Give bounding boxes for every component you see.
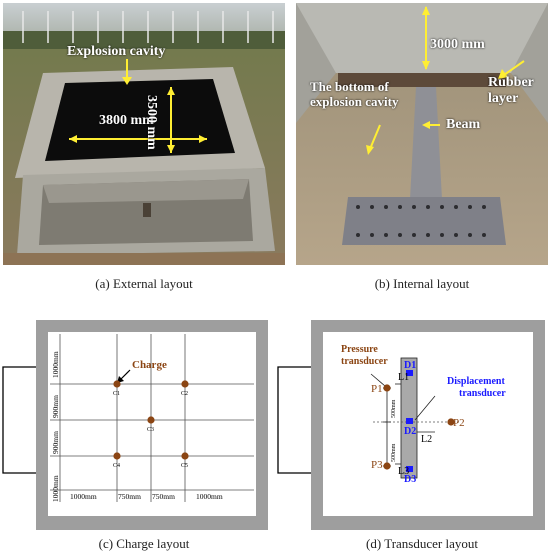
depth-dimension-label: 3500 mm <box>144 95 159 150</box>
charge-label-c2: C2 <box>181 391 188 397</box>
vdim-2: 900mm <box>51 395 60 418</box>
width-dimension-label: 3800 mm <box>99 113 154 128</box>
charge-label-c3: C3 <box>147 427 154 433</box>
displacement-transducer-label-line1: Displacement <box>447 376 505 387</box>
charge-point-c5 <box>181 452 189 460</box>
l1-label: L1 <box>398 372 409 383</box>
hdim-2: 750mm <box>118 492 141 501</box>
pressure-transducer-label-line2: transducer <box>341 356 388 367</box>
hdim-3: 750mm <box>152 492 175 501</box>
pressure-label-p3: P3 <box>371 459 383 471</box>
pressure-point-p3 <box>383 462 391 470</box>
displacement-point-d3 <box>406 466 413 472</box>
caption-b: (b) Internal layout <box>374 276 470 291</box>
inner-area <box>323 332 533 516</box>
bottom-cavity-label-line2: explosion cavity <box>310 94 399 109</box>
pressure-point-p2 <box>447 418 455 426</box>
beam-label: Beam <box>446 117 481 132</box>
vdim-4: 1000mm <box>51 475 60 502</box>
charge-point-c4 <box>113 452 121 460</box>
height-dimension-label: 3000 mm <box>430 37 485 52</box>
rubber-layer-label-line1: Rubber <box>488 75 534 90</box>
displacement-label-d1: D1 <box>404 360 416 371</box>
displacement-point-d2 <box>406 418 413 424</box>
side-annex <box>277 366 311 474</box>
charge-label-c4: C4 <box>113 463 120 469</box>
charge-point-c1 <box>113 380 121 388</box>
bottom-cavity-label: The bottom of explosion cavity <box>310 79 398 109</box>
l2-label: L2 <box>421 434 432 445</box>
pressure-label-p2: P2 <box>453 417 465 429</box>
vdim-3: 900mm <box>51 431 60 454</box>
l3-label: L3 <box>398 466 409 477</box>
rubber-layer-label-line2: layer <box>488 91 519 106</box>
caption-a: (a) External layout <box>95 276 193 291</box>
side-annex <box>2 366 36 474</box>
pressure-point-p1 <box>383 384 391 392</box>
charge-point-c2 <box>181 380 189 388</box>
cavity-arrow <box>69 59 207 153</box>
external-layout-photo: Explosion cavity 3800 mm 3500 mm <box>3 3 285 265</box>
pressure-transducer-label-line1: Pressure <box>341 344 378 355</box>
dim-500-bottom: 500mm <box>391 443 397 462</box>
charge-label: Charge <box>132 359 167 371</box>
bottom-cavity-label-line1: The bottom of <box>310 79 389 94</box>
inner-area <box>48 332 256 516</box>
hdim-4: 1000mm <box>196 492 223 501</box>
rubber-layer-label: Rubber layer <box>488 75 534 107</box>
pressure-leader <box>370 373 386 387</box>
displacement-transducer-label-line2: transducer <box>459 388 506 399</box>
internal-layout-photo: 3000 mm The bottom of explosion cavity R… <box>296 3 548 265</box>
displacement-point-d1 <box>406 370 413 376</box>
displacement-leader <box>414 395 436 421</box>
hdim-1: 1000mm <box>70 492 97 501</box>
internal-arrows <box>366 6 525 155</box>
pressure-label-p1: P1 <box>371 383 383 395</box>
charge-grid <box>50 334 254 502</box>
cavity-label: Explosion cavity <box>67 44 166 59</box>
charge-point-c3 <box>147 416 155 424</box>
dim-500-top: 500mm <box>391 399 397 418</box>
displacement-label-d3: D3 <box>404 474 416 485</box>
caption-c: (c) Charge layout <box>98 536 190 551</box>
displacement-label-d2: D2 <box>404 426 416 437</box>
charge-label-c5: C5 <box>181 463 188 469</box>
caption-d: (d) Transducer layout <box>366 536 478 551</box>
charge-label-c1: C1 <box>113 391 120 397</box>
vdim-1: 1000mm <box>51 351 60 378</box>
charge-arrow <box>119 369 131 381</box>
